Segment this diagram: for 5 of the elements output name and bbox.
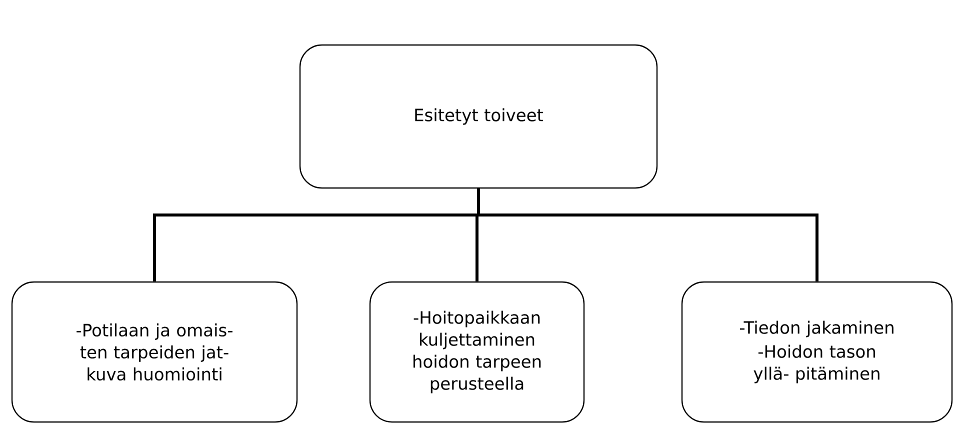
text-box: -Hoitopaikkaan kuljettaminen hoidon tarpeen perusteella bbox=[369, 281, 585, 423]
text-box: -Potilaan ja omais- ten tarpeiden jat- kuva huomiointi bbox=[11, 281, 298, 423]
connector-line bbox=[477, 188, 818, 282]
text-box: Esitetyt toiveet bbox=[299, 44, 658, 189]
text-box: -Tiedon jakaminen -Hoidon tason yllä- pitäminen bbox=[681, 281, 953, 423]
